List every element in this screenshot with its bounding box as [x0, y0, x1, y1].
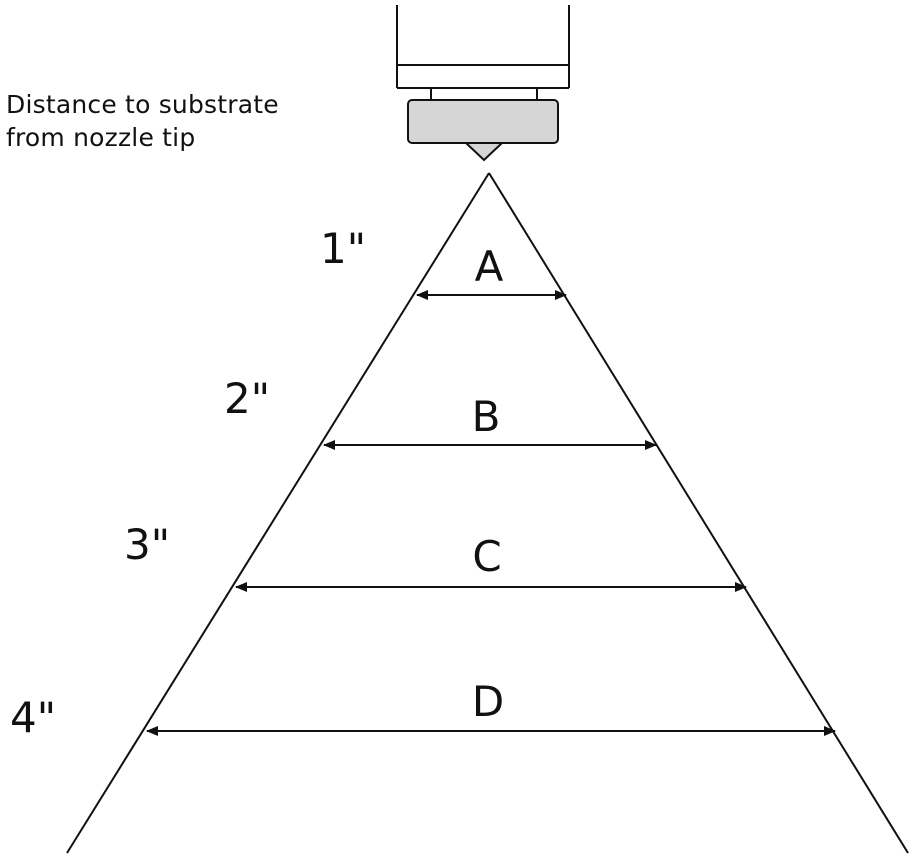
- nozzle-collar: [430, 87, 538, 101]
- span-label-a: A: [474, 242, 504, 291]
- caption-line-1: Distance to substrate: [6, 90, 279, 119]
- spray-cone: [66, 172, 909, 854]
- distance-label-3: 3": [124, 520, 171, 569]
- span-label-b: B: [471, 392, 501, 441]
- span-label-d: D: [471, 677, 505, 726]
- distance-label-1: 1": [320, 224, 367, 273]
- distance-caption: Distance to substrate from nozzle tip: [6, 88, 279, 154]
- distance-label-4: 4": [10, 693, 57, 742]
- spray-cone-left-edge: [66, 172, 490, 854]
- spray-cone-right-edge: [488, 172, 909, 854]
- distance-label-2: 2": [224, 374, 271, 423]
- nozzle-tip: [463, 142, 505, 162]
- spray-nozzle: [396, 5, 570, 162]
- caption-line-2: from nozzle tip: [6, 123, 196, 152]
- nozzle-cap: [407, 99, 559, 144]
- span-label-c: C: [472, 532, 502, 581]
